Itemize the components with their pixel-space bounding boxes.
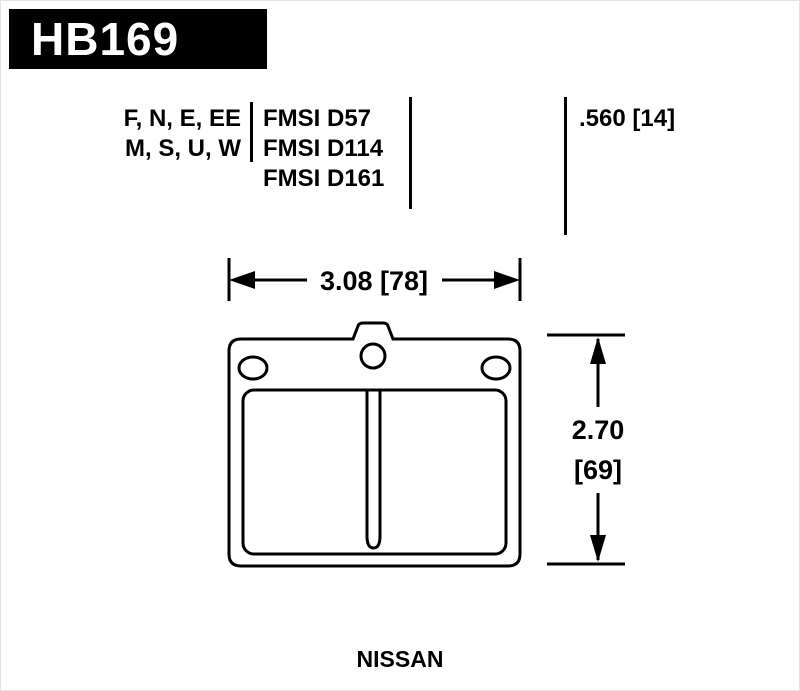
arrowhead-right-icon bbox=[494, 271, 520, 289]
friction-surface-outline bbox=[241, 388, 508, 556]
mounting-hole-center bbox=[359, 342, 387, 370]
compound-codes: F, N, E, EE M, S, U, W bbox=[41, 104, 241, 164]
height-dimension-lines bbox=[547, 333, 625, 566]
brake-pad-shape bbox=[227, 321, 522, 568]
fmsi-item: FMSI D57 bbox=[263, 105, 372, 132]
width-dimension-lines bbox=[227, 258, 522, 301]
fmsi-item: FMSI D114 bbox=[263, 135, 384, 162]
arrowhead-down-icon bbox=[590, 535, 606, 562]
divider-fmsi-right bbox=[409, 97, 412, 209]
mounting-hole-left bbox=[237, 355, 269, 381]
compound-row: M, S, U, W bbox=[125, 135, 241, 162]
height-dimension-label-mm: [69] bbox=[574, 455, 622, 485]
pad-thickness: .560 [14] bbox=[579, 105, 676, 132]
height-dimension-label-inches: 2.70 bbox=[572, 415, 625, 445]
part-number-banner: HB169 bbox=[9, 9, 267, 69]
compound-row: F, N, E, EE bbox=[123, 105, 241, 132]
pad-outer-outline bbox=[227, 321, 522, 568]
fmsi-list: FMSI D57 FMSI D114 FMSI D161 bbox=[263, 104, 384, 194]
fmsi-item: FMSI D161 bbox=[263, 165, 385, 192]
width-dimension-label: 3.08 [78] bbox=[320, 266, 428, 296]
vehicle-make: NISSAN bbox=[356, 646, 444, 672]
divider-compounds-fmsi bbox=[250, 102, 253, 162]
arrowhead-up-icon bbox=[590, 337, 606, 364]
mounting-hole-right bbox=[480, 355, 512, 381]
arrowhead-left-icon bbox=[229, 271, 255, 289]
divider-thickness bbox=[564, 97, 567, 235]
part-number: HB169 bbox=[31, 13, 180, 65]
center-slot bbox=[365, 391, 382, 550]
